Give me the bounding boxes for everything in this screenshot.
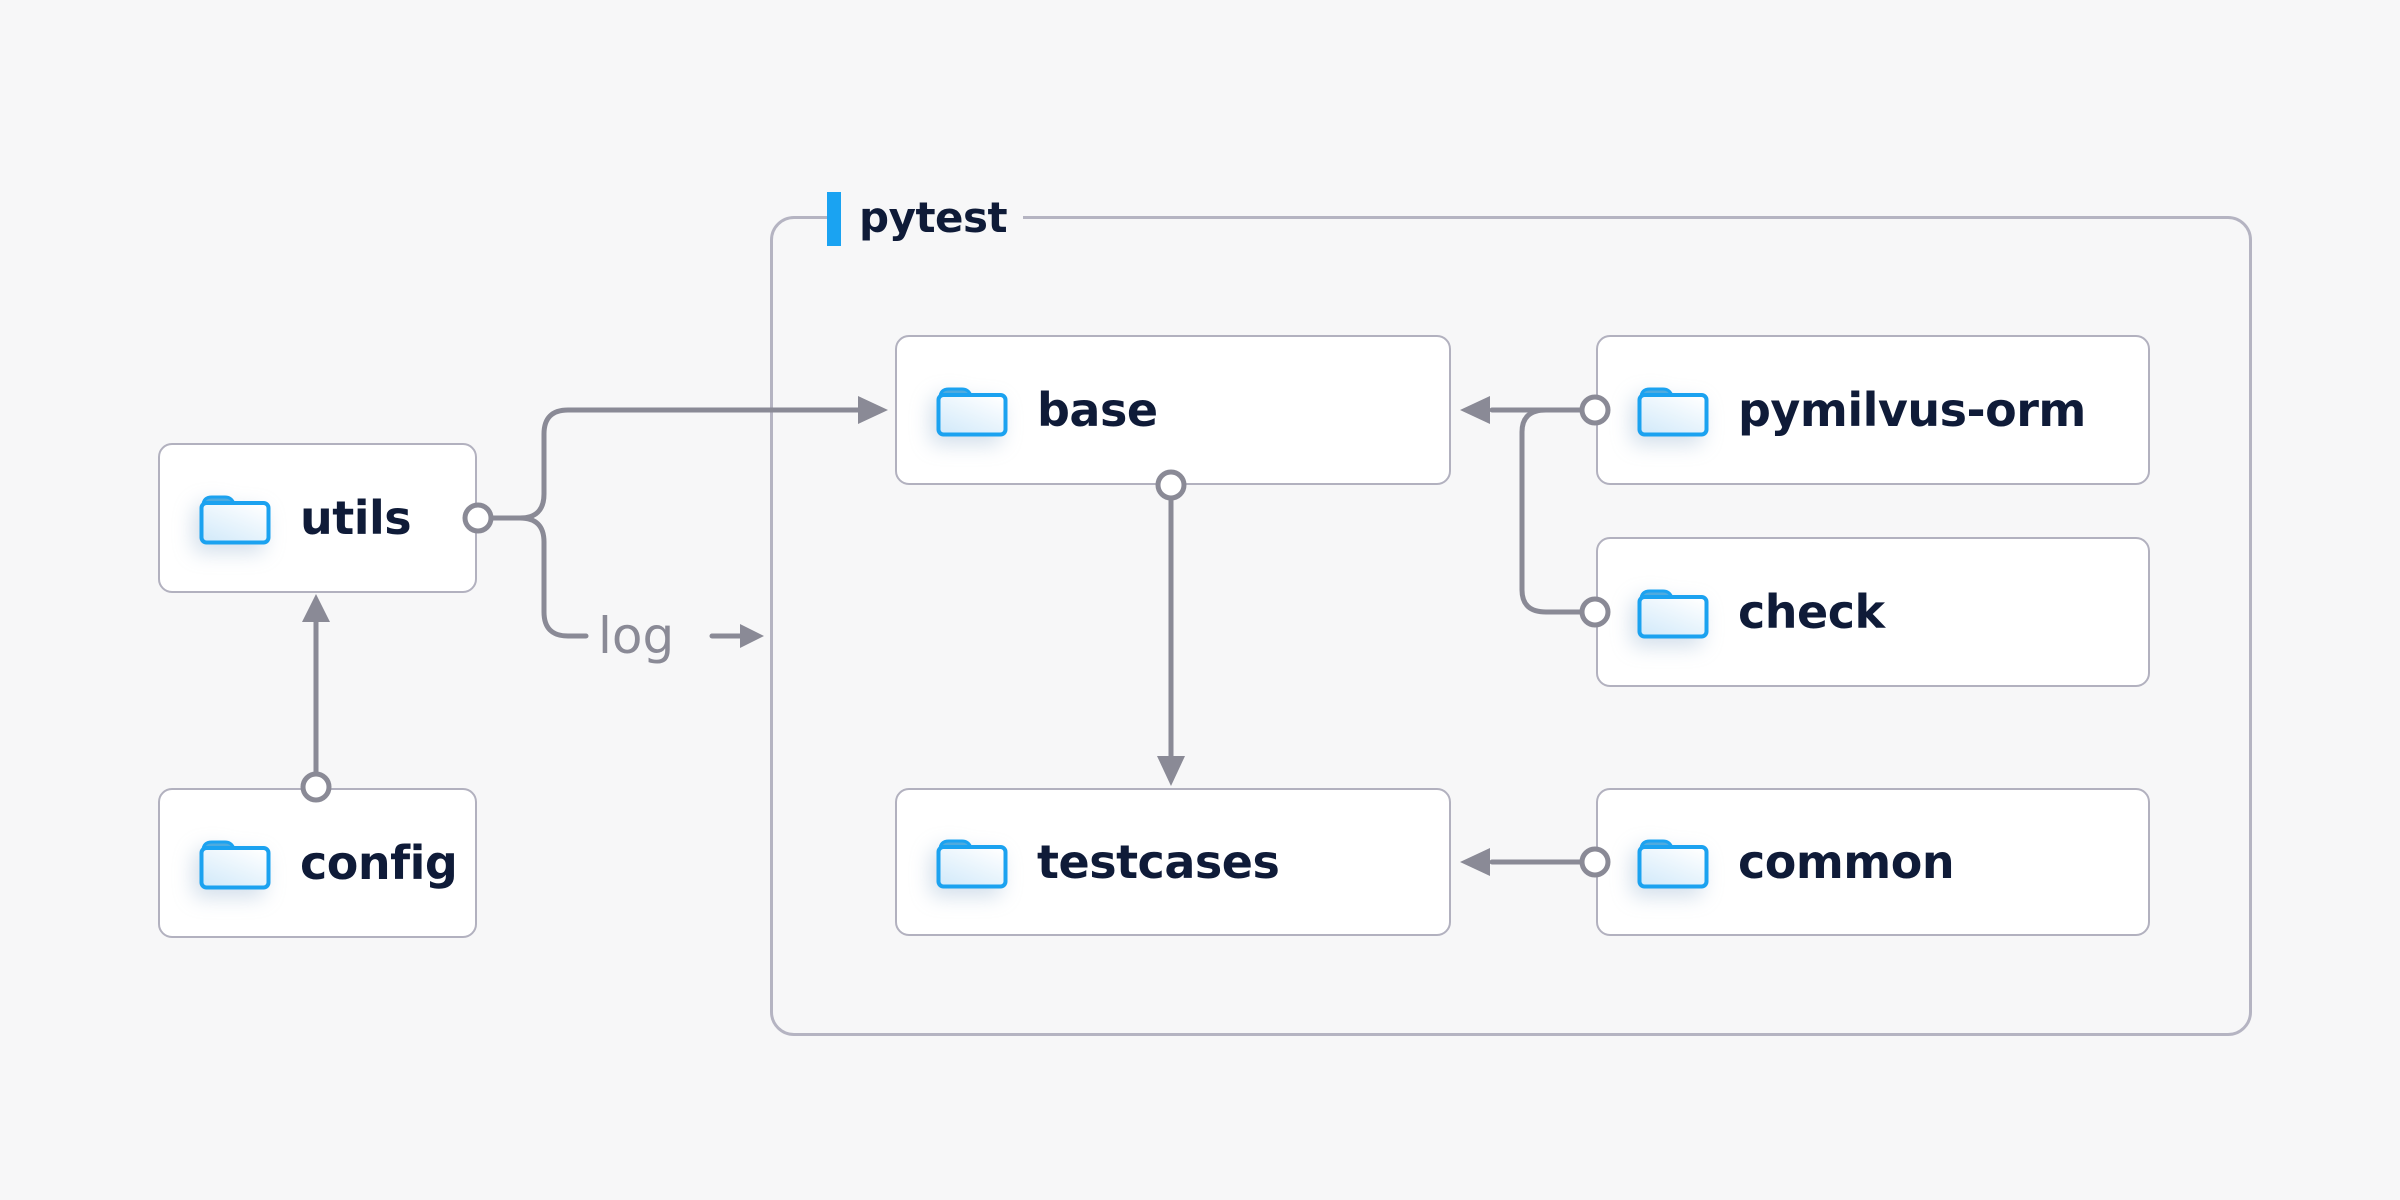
arrowhead-log: [740, 624, 764, 648]
folder-icon: [198, 490, 272, 546]
folder-icon: [935, 382, 1009, 438]
node-label: pymilvus-orm: [1738, 383, 2086, 437]
node-config: config: [158, 788, 477, 938]
node-label: testcases: [1037, 835, 1280, 889]
node-pymilvus-orm: pymilvus-orm: [1596, 335, 2150, 485]
folder-icon: [935, 834, 1009, 890]
accent-bar-icon: [827, 192, 841, 246]
node-label: check: [1738, 585, 1885, 639]
node-label: common: [1738, 835, 1955, 889]
node-testcases: testcases: [895, 788, 1451, 936]
node-label: config: [300, 836, 458, 890]
node-common: common: [1596, 788, 2150, 936]
node-base: base: [895, 335, 1451, 485]
node-utils: utils: [158, 443, 477, 593]
arrowhead-into-utils: [302, 594, 330, 622]
folder-icon: [1636, 584, 1710, 640]
node-check: check: [1596, 537, 2150, 687]
folder-icon: [1636, 834, 1710, 890]
folder-icon: [1636, 382, 1710, 438]
edge-label-log: log: [598, 607, 675, 665]
node-label: utils: [300, 491, 412, 545]
pytest-group: pytest: [770, 192, 2252, 1036]
node-label: base: [1037, 383, 1158, 437]
folder-icon: [198, 835, 272, 891]
group-title: pytest: [859, 193, 1008, 242]
edge-config-to-utils: [300, 594, 332, 803]
pytest-group-label: pytest: [827, 192, 1024, 246]
